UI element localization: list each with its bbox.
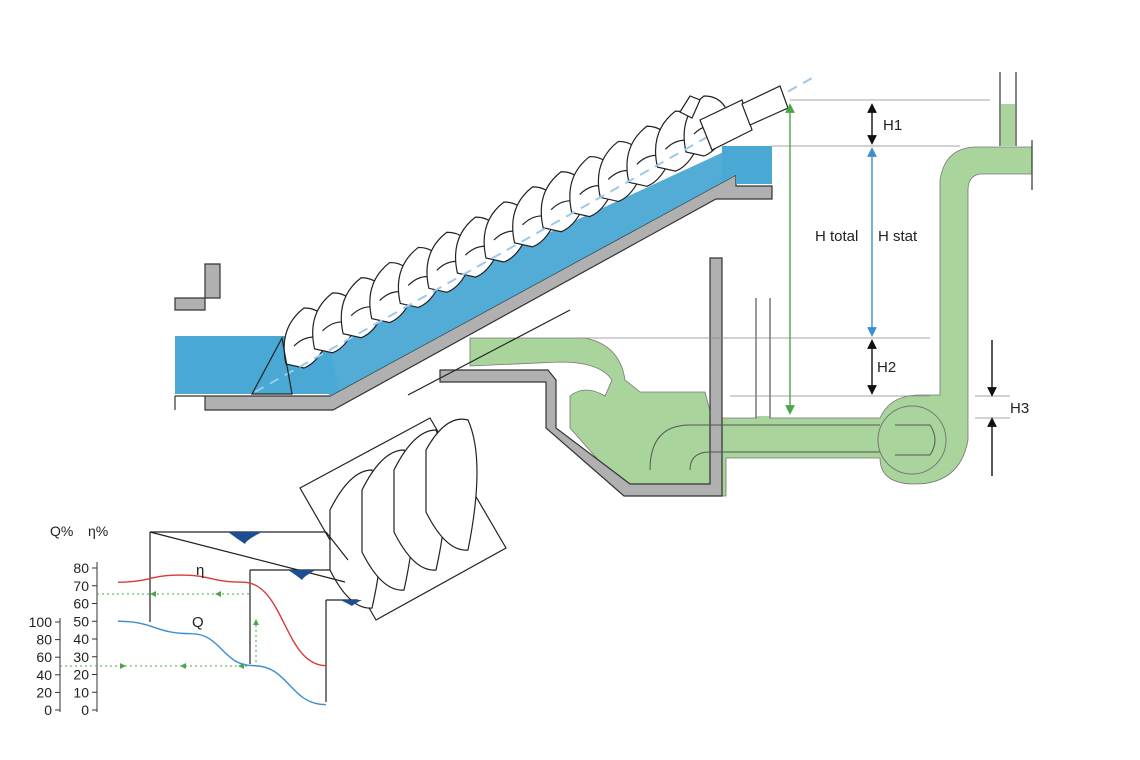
h-total-label: H total — [815, 228, 858, 245]
sump-concrete — [439, 257, 723, 497]
q-tick-label: 0 — [44, 702, 52, 718]
h3-label: H3 — [1010, 400, 1029, 417]
q-tick-label: 100 — [29, 614, 53, 630]
eta-tick-label: 40 — [73, 631, 89, 647]
q-series-label: Q — [192, 614, 204, 631]
marker-2 — [288, 570, 316, 580]
eta-tick-label: 50 — [73, 613, 89, 629]
efficiency-curve — [117, 574, 327, 667]
screw-water — [295, 150, 736, 396]
height-arrows — [785, 103, 997, 476]
marker-3 — [340, 600, 362, 606]
q-tick-label: 40 — [36, 667, 52, 683]
screw-detail — [299, 417, 507, 621]
eta-tick-label: 0 — [81, 702, 89, 718]
eta-tick-label: 10 — [73, 684, 89, 700]
h-stat-label: H stat — [878, 228, 918, 245]
inlet-wall — [174, 263, 221, 311]
eta-series-label: η — [196, 562, 204, 579]
flow-curve — [117, 620, 327, 706]
green-flow — [469, 146, 1033, 497]
eta-tick-label: 30 — [73, 649, 89, 665]
eta-tick-label: 80 — [73, 560, 89, 576]
eta-tick-label: 60 — [73, 596, 89, 612]
discharge-system — [407, 72, 1033, 497]
blade-profile — [149, 531, 362, 702]
q-axis-title: Q% — [50, 523, 73, 539]
q-tick-label: 20 — [36, 684, 52, 700]
archimedes-screw — [250, 77, 813, 396]
drive-motor — [679, 85, 789, 151]
marker-1 — [228, 532, 262, 544]
h2-label: H2 — [877, 359, 896, 376]
q-tick-label: 80 — [36, 632, 52, 648]
eta-axis-title: η% — [88, 523, 108, 539]
eta-tick-label: 20 — [73, 667, 89, 683]
q-tick-label: 60 — [36, 649, 52, 665]
h1-label: H1 — [883, 117, 902, 134]
eta-tick-label: 70 — [73, 578, 89, 594]
